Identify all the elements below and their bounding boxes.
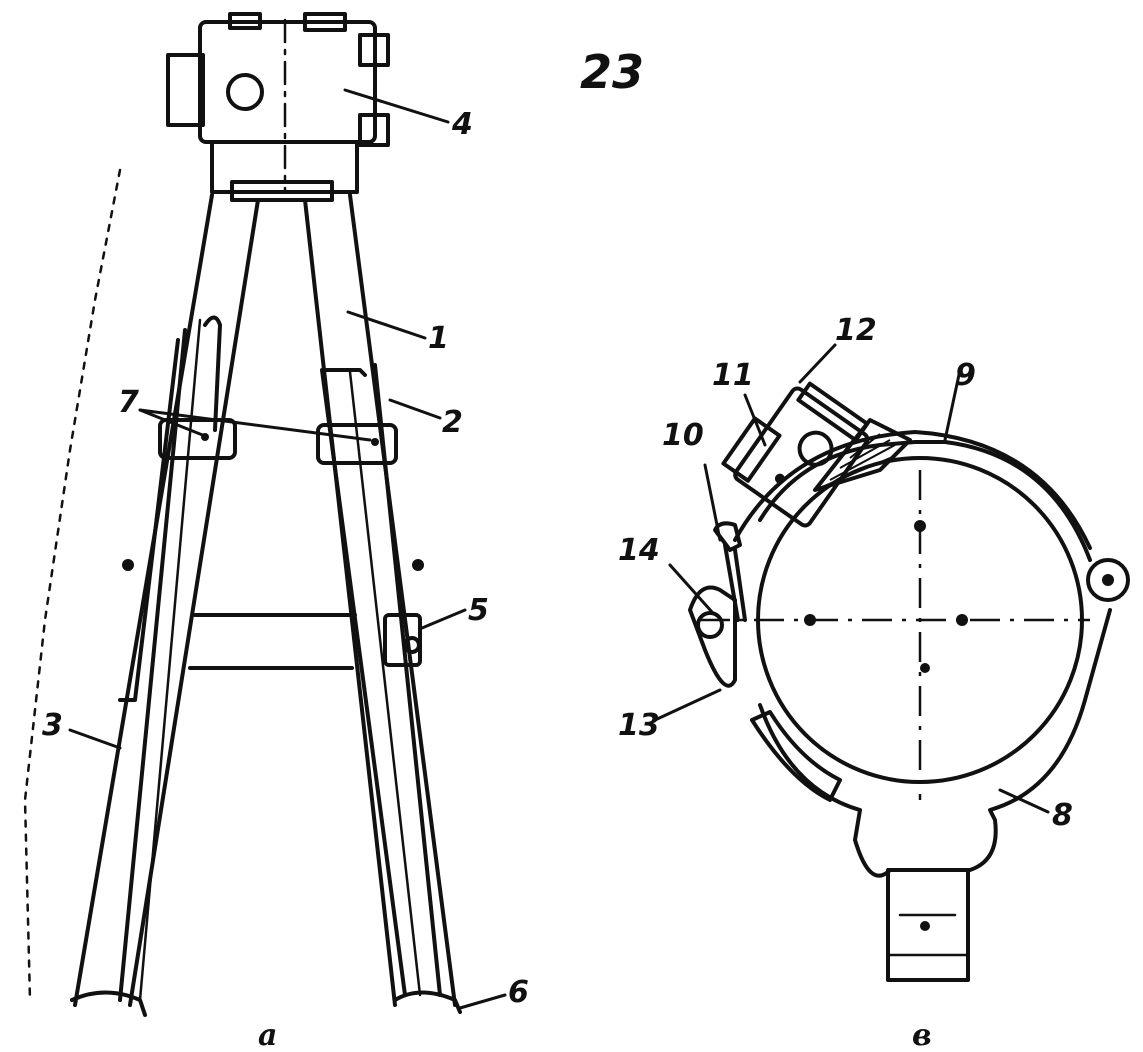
callout-2: 2	[442, 405, 463, 440]
callout-13: 13	[618, 708, 660, 743]
callout-4: 4	[451, 107, 473, 142]
callout-14: 14	[618, 533, 660, 568]
callout-11: 11	[712, 358, 754, 393]
clamp-ring-view	[653, 343, 1130, 982]
right-leg	[303, 193, 462, 1014]
callout-1: 1	[428, 321, 449, 356]
left-leg	[70, 193, 260, 1017]
callout-10: 10	[662, 418, 704, 453]
callout-labels: 1 2 3 4 5 6 7 8 9 10 11 12 13 14	[42, 107, 1073, 1010]
callout-3: 3	[42, 708, 63, 743]
callout-9: 9	[955, 358, 976, 393]
leg-lock	[383, 613, 422, 667]
tripod-stand-view	[23, 12, 507, 1017]
latch-wedge	[813, 418, 912, 492]
subfigure-label-a: a	[258, 1018, 277, 1052]
shadow-edge	[23, 168, 122, 1002]
leg-clamps	[158, 418, 398, 465]
callout-12: 12	[835, 313, 877, 348]
crossbar	[188, 613, 357, 670]
figure-number: 23	[580, 45, 644, 99]
subfigure-label-b: в	[912, 1018, 932, 1052]
head-block	[166, 12, 390, 202]
callout-8: 8	[1052, 798, 1073, 833]
callout-6: 6	[508, 975, 529, 1010]
callout-7: 7	[118, 385, 139, 420]
callout-5: 5	[468, 593, 489, 628]
locking-lever	[688, 521, 747, 688]
